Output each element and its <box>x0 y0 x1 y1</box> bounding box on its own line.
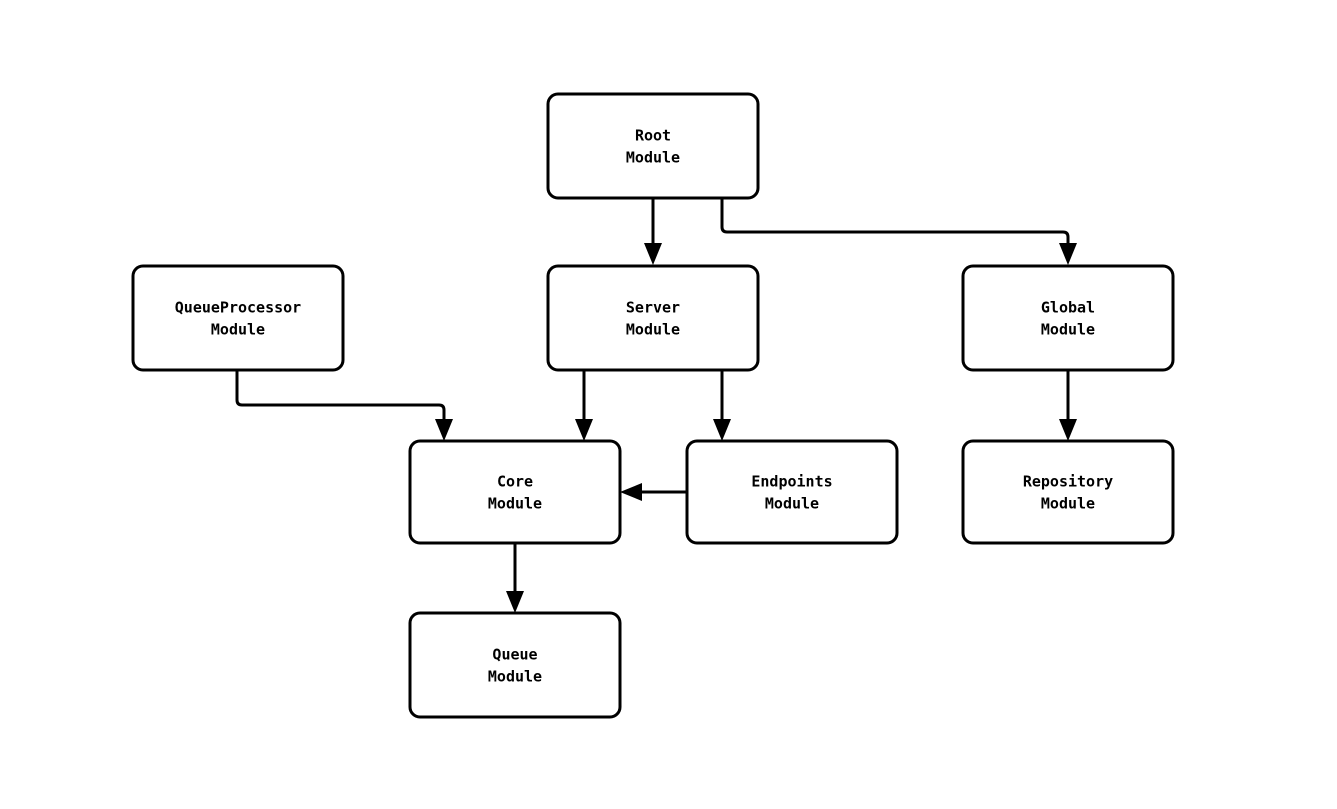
node-root-module[interactable]: Root Module <box>546 92 760 200</box>
node-endpoints-module[interactable]: Endpoints Module <box>685 439 899 545</box>
node-label-line2: Module <box>1041 321 1095 339</box>
node-label-line2: Module <box>626 149 680 167</box>
arrowhead-icon <box>713 419 731 441</box>
node-box[interactable] <box>961 439 1175 545</box>
node-label-line2: Module <box>765 495 819 513</box>
edge-queueprocessor-to-core <box>235 370 453 441</box>
node-label-line1: Repository <box>1023 473 1113 491</box>
node-label-line2: Module <box>211 321 265 339</box>
edge-root-to-server <box>644 198 662 265</box>
node-label-line1: Server <box>626 299 680 317</box>
node-server-module[interactable]: Server Module <box>546 264 760 372</box>
node-repository-module[interactable]: Repository Module <box>961 439 1175 545</box>
edge-core-to-queue <box>506 543 524 613</box>
node-label-line1: Core <box>497 473 533 491</box>
edge-endpoints-to-core <box>620 483 687 501</box>
node-queue-module[interactable]: Queue Module <box>408 611 622 719</box>
edge-layer <box>235 198 1077 613</box>
edge-server-to-endpoints <box>713 370 731 441</box>
arrowhead-icon <box>1059 419 1077 441</box>
edge-line <box>720 198 1070 243</box>
node-label-line1: Global <box>1041 299 1095 317</box>
node-box[interactable] <box>408 439 622 545</box>
node-box[interactable] <box>685 439 899 545</box>
arrowhead-icon <box>435 419 453 441</box>
arrowhead-icon <box>620 483 642 501</box>
node-label-line1: Endpoints <box>751 473 832 491</box>
node-box[interactable] <box>546 264 760 372</box>
node-label-line1: Root <box>635 127 671 145</box>
edge-global-to-repository <box>1059 370 1077 441</box>
node-box[interactable] <box>961 264 1175 372</box>
arrowhead-icon <box>644 243 662 265</box>
node-box[interactable] <box>131 264 345 372</box>
node-label-line2: Module <box>488 495 542 513</box>
edge-root-to-global <box>720 198 1077 265</box>
node-label-line2: Module <box>1041 495 1095 513</box>
node-core-module[interactable]: Core Module <box>408 439 622 545</box>
node-layer: Root Module QueueProcessor Module Server… <box>131 92 1175 719</box>
node-label-line2: Module <box>626 321 680 339</box>
arrowhead-icon <box>1059 243 1077 265</box>
node-queueprocessor-module[interactable]: QueueProcessor Module <box>131 264 345 372</box>
node-box[interactable] <box>546 92 760 200</box>
arrowhead-icon <box>506 591 524 613</box>
edge-line <box>235 370 446 419</box>
node-box[interactable] <box>408 611 622 719</box>
node-label-line1: Queue <box>492 646 537 664</box>
node-label-line2: Module <box>488 668 542 686</box>
node-global-module[interactable]: Global Module <box>961 264 1175 372</box>
edge-server-to-core <box>575 370 593 441</box>
arrowhead-icon <box>575 419 593 441</box>
node-label-line1: QueueProcessor <box>175 299 301 317</box>
